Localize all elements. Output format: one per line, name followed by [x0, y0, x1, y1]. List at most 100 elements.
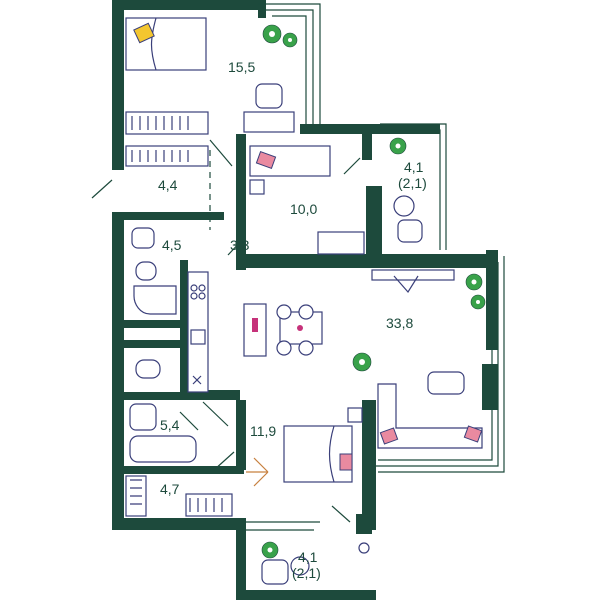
balcony-top-furniture [393, 195, 423, 243]
door-swing [331, 505, 351, 523]
wall-segment [236, 134, 246, 270]
balcony-bottom-furniture [261, 542, 370, 585]
wall-segment [246, 590, 376, 600]
wall-segment [236, 518, 246, 600]
wall-segment [366, 186, 382, 262]
dining-chair [298, 304, 314, 320]
wall-segment [236, 400, 246, 470]
nightstand [249, 179, 265, 195]
area-bedroom-bottom: 11,9 [250, 423, 276, 439]
shower-tray [133, 285, 177, 315]
wardrobe [125, 111, 209, 135]
wardrobe-room [125, 457, 269, 517]
balcony-railing [258, 3, 321, 128]
dining-chair [276, 304, 292, 320]
hob-burner [198, 284, 206, 292]
hob-burner [190, 292, 198, 300]
plant-icon [262, 24, 282, 44]
wall-segment [124, 320, 180, 328]
desk [243, 111, 295, 133]
plant-icon [261, 541, 279, 559]
area-balcony-top-sub: (2,1) [398, 175, 427, 191]
dresser [317, 231, 365, 255]
hangers [131, 150, 189, 162]
bed-top [125, 17, 207, 71]
door-swing [213, 451, 235, 471]
wall-segment [112, 0, 124, 170]
wall-segment [482, 364, 498, 410]
area-wardrobe: 4,7 [160, 481, 180, 497]
tv-stand [393, 275, 419, 294]
fan-decor [246, 457, 269, 487]
lamp [358, 542, 370, 554]
kitchen [187, 271, 209, 393]
cushion-pink [463, 425, 483, 443]
bed-bottom [283, 407, 363, 483]
area-bathroom-bottom: 5,4 [160, 417, 180, 433]
wall-segment [258, 0, 266, 18]
vase [252, 318, 258, 332]
plants [261, 24, 486, 559]
bed-blanket-edge [328, 425, 335, 483]
table-decor [297, 325, 303, 331]
fridge-mark [192, 375, 202, 385]
lounge-chair [261, 559, 289, 585]
sink [129, 403, 157, 431]
area-balcony-bottom-sub: (2,1) [292, 565, 321, 581]
wall-segment [362, 134, 372, 160]
coffee-table [427, 371, 465, 395]
hob-burner [198, 292, 206, 300]
dining-area [243, 303, 323, 357]
area-bedroom-top: 15,5 [228, 59, 255, 75]
area-hall: 4,4 [158, 177, 178, 193]
wardrobe-top [125, 111, 209, 167]
wall-segment [300, 124, 440, 134]
cushion-pink [379, 427, 399, 445]
toilet [135, 261, 157, 281]
lounge-chair [397, 219, 423, 243]
walls [112, 0, 505, 600]
nightstand [347, 407, 363, 423]
bathroom-top-fixtures [131, 227, 177, 315]
wall-segment [124, 466, 244, 474]
door-swing [343, 157, 361, 175]
plant-icon [470, 294, 486, 310]
plant-icon [282, 32, 298, 48]
side-table [290, 556, 310, 576]
wall-segment [180, 390, 240, 400]
balcony-railing [246, 521, 320, 531]
area-corridor: 3,3 [230, 237, 250, 253]
tv-console [371, 269, 455, 281]
wall-segment [112, 212, 124, 530]
side-table [393, 195, 415, 217]
sink [131, 227, 155, 249]
plant-icon [389, 137, 407, 155]
door-swing [209, 139, 233, 167]
balcony-railing [380, 123, 447, 250]
area-living-kitchen: 33,8 [386, 315, 413, 331]
chair [255, 83, 283, 109]
wall-segment [246, 254, 496, 268]
kitchen-sink [190, 329, 206, 345]
area-labels: 15,5 4,4 10,0 4,1 (2,1) 4,5 3,3 33,8 5,4… [158, 59, 427, 581]
dining-chair [276, 340, 292, 356]
toilet [135, 359, 161, 379]
wardrobe [125, 145, 209, 167]
bed-blanket-edge [150, 17, 157, 71]
desk-top [243, 83, 295, 133]
wall-segment [124, 392, 180, 400]
window-frame [372, 256, 505, 473]
dining-chair [298, 340, 314, 356]
shelves [130, 479, 142, 505]
area-balcony-top: 4,1 [404, 159, 424, 175]
bed-small [249, 145, 365, 255]
door-swings [91, 139, 361, 523]
door-swing [227, 237, 245, 256]
bathroom-bottom-fixtures [129, 359, 197, 463]
pillow-pink [339, 453, 353, 471]
wall-segment [356, 514, 372, 534]
living-room [371, 269, 483, 449]
sofa [377, 383, 483, 449]
bed-frame [125, 17, 207, 71]
